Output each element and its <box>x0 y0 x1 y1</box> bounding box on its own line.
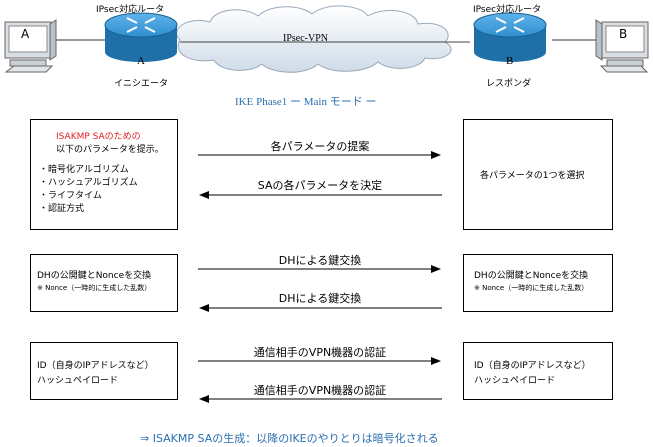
pc-right-icon <box>595 19 649 73</box>
hash-payload-text: ハッシュペイロード <box>37 376 119 386</box>
message-auth-forward: 通信相手のVPN機器の認証 <box>253 346 387 359</box>
network-diagram <box>4 5 649 73</box>
initiator-box-3: ID（自身のIPアドレスなど） ハッシュペイロード <box>30 342 178 400</box>
router-right-label: B <box>506 55 514 67</box>
pc-right-label: B <box>619 27 628 41</box>
select-parameter-text: 各パラメータの1つを選択 <box>480 171 585 181</box>
id-text: ID（自身のIPアドレスなど） <box>37 361 154 371</box>
initiator-box-1: ISAKMP SAのための 以下のパラメータを提示。 暗号化アルゴリズム ハッシ… <box>30 119 178 230</box>
dh-exchange-text: DHの公開鍵とNonceを交換 <box>474 271 589 281</box>
message-auth-back: 通信相手のVPN機器の認証 <box>253 384 387 397</box>
router-right-icon <box>473 12 547 62</box>
footer-note: ⇒ ISAKMP SAの生成：以降のIKEのやりとりは暗号化される <box>140 432 439 445</box>
hash-payload-text: ハッシュペイロード <box>474 376 556 386</box>
isakmp-heading-red: ISAKMP SAのための <box>56 132 141 142</box>
list-item: ハッシュアルゴリズム <box>39 177 138 190</box>
message-dh-forward: DHによる鍵交換 <box>278 254 362 267</box>
right-router-title: IPsec対応ルータ <box>473 5 542 15</box>
message-propose: 各パラメータの提案 <box>270 140 370 153</box>
nonce-note: ※ Nonce（一時的に生成した乱数） <box>474 284 589 292</box>
router-left-icon <box>104 12 178 62</box>
list-item: ライフタイム <box>39 190 138 203</box>
message-dh-back: DHによる鍵交換 <box>278 292 362 305</box>
parameter-list: 暗号化アルゴリズム ハッシュアルゴリズム ライフタイム 認証方式 <box>39 164 138 216</box>
list-item: 認証方式 <box>39 203 138 216</box>
nonce-note: ※ Nonce（一時的に生成した乱数） <box>37 284 152 292</box>
pc-left-icon <box>4 19 57 73</box>
initiator-box-2: DHの公開鍵とNonceを交換 ※ Nonce（一時的に生成した乱数） <box>30 254 178 312</box>
tunnel-label: IPsec-VPN <box>283 33 328 44</box>
dh-exchange-text: DHの公開鍵とNonceを交換 <box>37 271 152 281</box>
list-item: 暗号化アルゴリズム <box>39 164 138 177</box>
responder-box-2: DHの公開鍵とNonceを交換 ※ Nonce（一時的に生成した乱数） <box>463 254 613 312</box>
id-text: ID（自身のIPアドレスなど） <box>474 361 591 371</box>
pc-left-label: A <box>21 27 30 41</box>
responder-label: レスポンダ <box>486 79 532 89</box>
vpn-cloud <box>176 5 470 73</box>
responder-box-3: ID（自身のIPアドレスなど） ハッシュペイロード <box>463 342 613 400</box>
initiator-label: イニシエータ <box>114 79 169 89</box>
isakmp-heading-rest: 以下のパラメータを提示。 <box>56 145 164 155</box>
phase-title: IKE Phase1 ー Main モード ー <box>235 96 377 108</box>
message-decide: SAの各パラメータを決定 <box>257 179 383 192</box>
router-left-label: A <box>137 55 145 67</box>
responder-box-1: 各パラメータの1つを選択 <box>463 119 613 230</box>
left-router-title: IPsec対応ルータ <box>96 5 165 15</box>
